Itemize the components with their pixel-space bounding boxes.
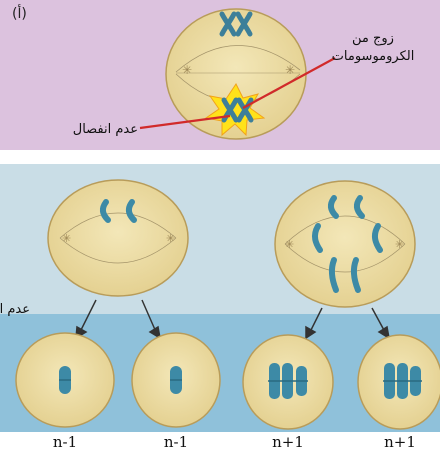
band-divider xyxy=(0,150,440,164)
centrosome-icon: ✳ xyxy=(182,63,192,77)
daughter-label-1: n-1 xyxy=(53,433,77,451)
centrosome-icon: ✳ xyxy=(166,232,175,245)
daughter-cell-3 xyxy=(243,335,333,429)
centrosome-icon: ✳ xyxy=(62,232,71,245)
chromosome-pair-label-line1: زوج من xyxy=(352,31,394,46)
panel-label: (أ) xyxy=(12,4,27,22)
meiosis2-cell-left: ✳ ✳ xyxy=(48,180,188,296)
meiosis2-cell-right: ✳ ✳ xyxy=(275,181,415,307)
parent-cell: ✳ ✳ xyxy=(166,9,306,139)
centrosome-icon: ✳ xyxy=(285,238,294,251)
nondisjunction-label: عدم انفصال xyxy=(73,122,138,137)
daughter-cell-4 xyxy=(358,335,440,429)
centrosome-icon: ✳ xyxy=(395,238,404,251)
daughter-cell-2 xyxy=(132,333,220,427)
daughter-label-3: n+1 xyxy=(272,433,304,451)
centrosome-icon: ✳ xyxy=(285,63,295,77)
daughter-label-4: n+1 xyxy=(384,433,416,451)
nondisjunction-label-cut: عدم ا xyxy=(0,302,30,317)
daughter-cell-1 xyxy=(16,333,114,427)
chromosome-pair-label-line2: الكروموسومات xyxy=(332,49,415,64)
daughter-label-2: n-1 xyxy=(164,433,188,451)
